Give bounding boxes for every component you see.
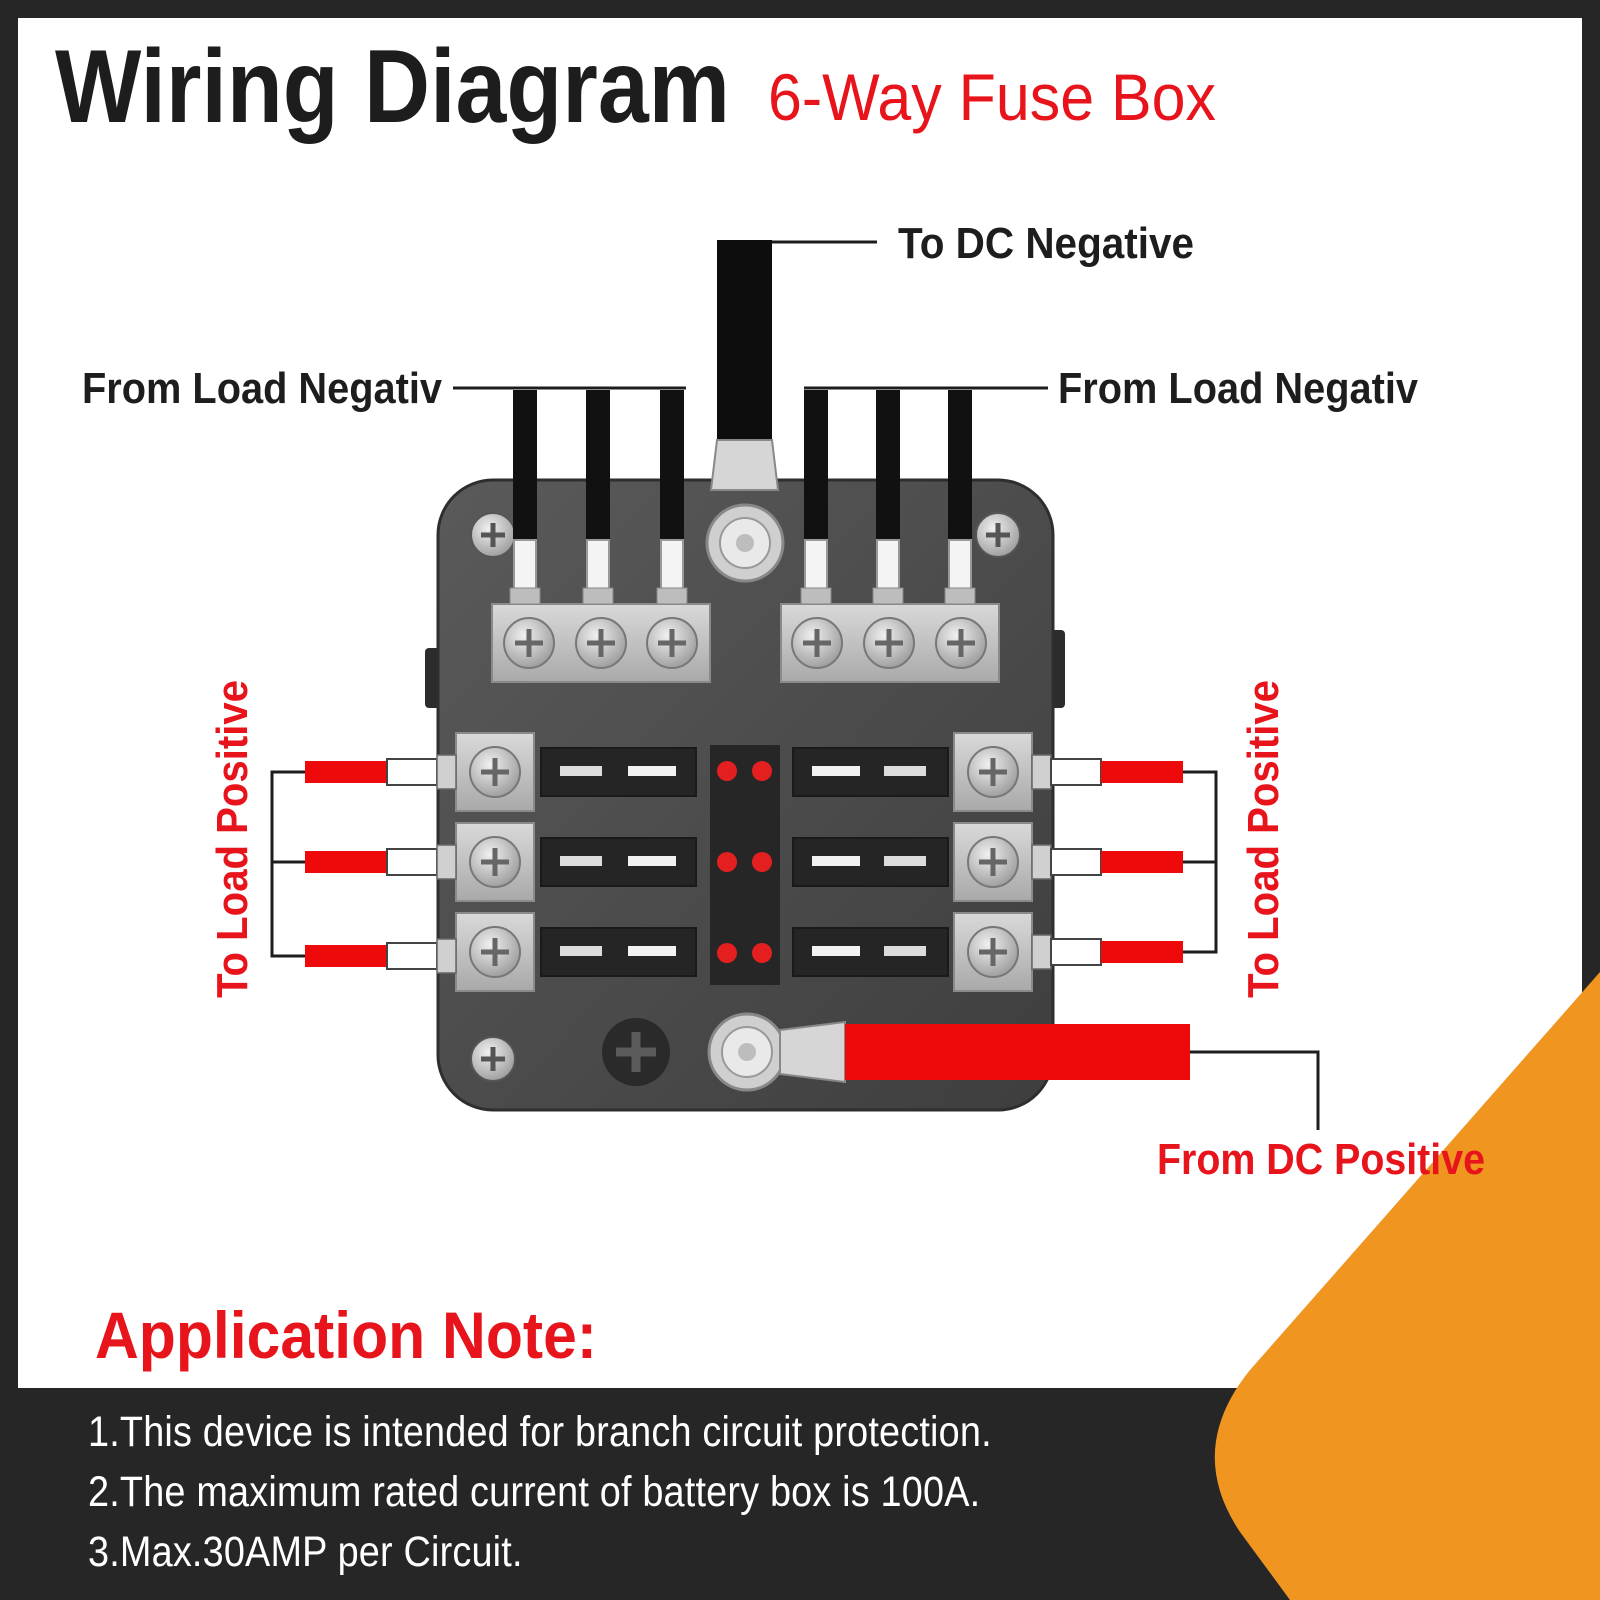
load-positive-wires-left <box>305 754 457 974</box>
fuse-slots <box>540 745 949 985</box>
dc-positive-main-lug <box>707 1012 846 1092</box>
label-to-load-positive-left: To Load Positive <box>208 680 257 998</box>
application-note-item: 1.This device is intended for branch cir… <box>88 1408 992 1456</box>
application-note-heading: Application Note: <box>95 1298 597 1372</box>
mounting-screw-icon <box>470 512 516 558</box>
application-note-item: 2.The maximum rated current of battery b… <box>88 1468 981 1516</box>
negative-terminal-block-right <box>780 603 1000 683</box>
positive-terminals-right <box>953 732 1033 992</box>
label-to-dc-negative: To DC Negative <box>898 219 1194 268</box>
dc-positive-main-wire <box>845 1024 1190 1080</box>
fuse-box <box>425 240 1065 1112</box>
label-from-load-negative-right: From Load Negativ <box>1058 364 1418 413</box>
page-title: Wiring Diagram <box>55 29 730 145</box>
negative-terminal-block-left <box>491 603 711 683</box>
positive-terminals-left <box>455 732 535 992</box>
mounting-screw-icon <box>470 1036 516 1082</box>
leader-lines <box>270 240 1320 1130</box>
application-note-item: 3.Max.30AMP per Circuit. <box>88 1528 523 1576</box>
application-note-list: 1.This device is intended for branch cir… <box>88 1402 1188 1582</box>
label-from-load-negative-left: From Load Negativ <box>82 364 442 413</box>
load-negative-wires-right <box>800 390 976 605</box>
cover-latch-icon <box>602 1018 670 1086</box>
dc-negative-main-wire <box>705 240 785 583</box>
label-from-dc-positive: From DC Positive <box>1157 1135 1485 1184</box>
orange-accent-shape <box>1214 972 1600 1600</box>
mounting-screw-icon <box>975 512 1021 558</box>
fuse-indicator-leds <box>717 761 772 963</box>
load-positive-wires-right <box>1031 754 1183 970</box>
load-negative-wires-left <box>509 390 688 605</box>
page-subtitle: 6-Way Fuse Box <box>768 60 1216 134</box>
label-to-load-positive-right: To Load Positive <box>1239 680 1288 998</box>
